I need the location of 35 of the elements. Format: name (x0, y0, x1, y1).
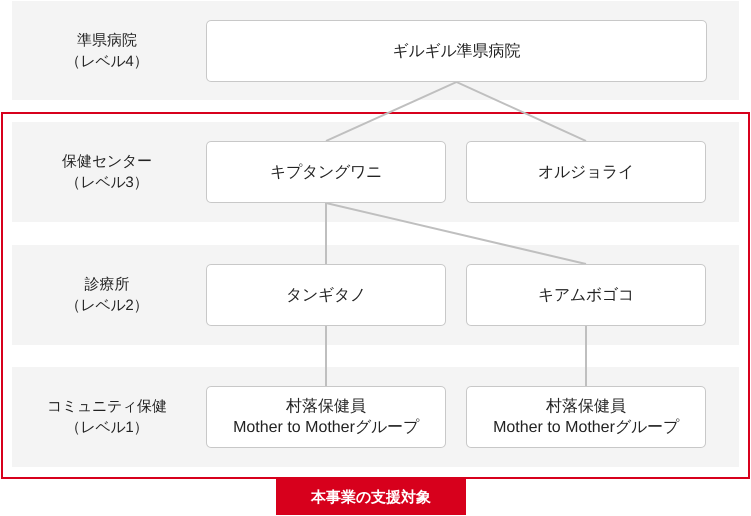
tier-band (12, 122, 739, 222)
facility-box (206, 386, 446, 448)
facility-box (206, 141, 446, 203)
facility-box (466, 386, 706, 448)
facility-name: キプタングワニ (270, 162, 382, 182)
facility-name: タンギタノ (286, 286, 366, 306)
tier-band (12, 245, 739, 345)
tier-band (12, 367, 739, 467)
tier-band (12, 1, 739, 100)
facility-box (206, 20, 707, 82)
facility-box (466, 141, 706, 203)
connector-line (325, 203, 327, 264)
connector-line (456, 81, 586, 142)
role-label: 村落保健員 (286, 396, 366, 417)
facility-name: ギルギル準県病院 (392, 42, 520, 62)
role-label: 村落保健員 (546, 396, 626, 417)
facility-box (466, 264, 706, 326)
facility-name: キアムボゴコ (538, 286, 634, 306)
level-label: （レベル2） (65, 296, 149, 316)
group-label: Mother to Motherグループ (233, 418, 419, 438)
group-label: Mother to Motherグループ (493, 418, 679, 438)
connector-line (325, 326, 327, 386)
tier-name: 準県病院 (77, 30, 137, 50)
tier-name: 保健センター (62, 152, 152, 172)
level-label: （レベル4） (65, 52, 149, 72)
facility-name: オルジョライ (538, 162, 634, 182)
connector-line (585, 326, 587, 386)
tier-name: 診療所 (84, 275, 130, 295)
level-label: （レベル3） (65, 173, 149, 193)
scope-tag: 本事業の支援対象 (276, 479, 466, 515)
connector-line (326, 202, 586, 265)
level-label: （レベル1） (65, 418, 149, 438)
tier-name: コミュニティ保健 (47, 397, 167, 417)
facility-box (206, 264, 446, 326)
connector-line (326, 81, 457, 142)
